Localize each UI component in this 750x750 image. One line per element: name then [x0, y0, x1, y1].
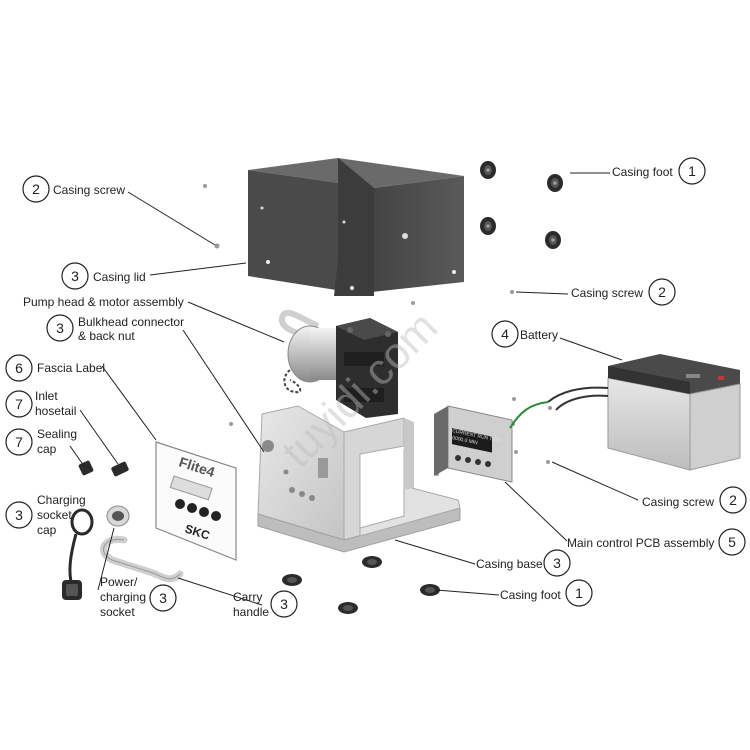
callout-label-line-2: cap	[37, 442, 57, 456]
fascia-label: Flite4 SKC	[155, 441, 237, 561]
callout-label-line-2: hosetail	[35, 404, 76, 418]
callout-label-line-1: Carry	[233, 590, 262, 604]
inlet-hosetail	[111, 461, 129, 477]
callout-number: 3	[15, 507, 23, 523]
callout-main-pcb: Main control PCB assembly 5	[567, 528, 746, 556]
callout-label: Casing foot	[612, 165, 673, 179]
callout-inlet-hosetail: 7 Inlet hosetail	[5, 389, 76, 418]
callout-casing-base: Casing base 3	[476, 549, 571, 577]
callout-label: Casing foot	[500, 588, 561, 602]
callout-label-line-3: socket	[100, 605, 135, 619]
callout-pump-head: Pump head & motor assembly	[23, 295, 184, 309]
callout-label-line-1: Power/	[100, 575, 138, 589]
callout-casing-foot-bottom: Casing foot 1	[500, 579, 593, 607]
callout-casing-screw-right: Casing screw 2	[642, 486, 747, 514]
pcb-display-line-2: 0000.0 MIN	[452, 435, 479, 446]
callout-label-line-2: & back nut	[78, 329, 135, 343]
sealing-cap	[78, 460, 94, 476]
callout-battery: 4 Battery	[491, 320, 558, 348]
main-control-pcb: CURRENT RUN TIME 0000.0 MIN	[434, 401, 549, 483]
callout-label: Pump head & motor assembly	[23, 295, 184, 309]
callout-number: 7	[15, 396, 23, 412]
callout-label-line-1: Sealing	[37, 427, 77, 441]
callout-number: 5	[728, 534, 736, 550]
casing-feet-top	[480, 161, 563, 249]
callout-label: Casing screw	[571, 286, 643, 300]
callout-number: 3	[159, 590, 167, 606]
callout-sealing-cap: 7 Sealing cap	[5, 427, 77, 456]
callout-label-line-1: Charging	[37, 493, 86, 507]
power-charging-socket	[106, 505, 130, 527]
callout-power-charging-socket: Power/ charging socket 3	[100, 575, 177, 619]
leader-lines	[69, 172, 639, 606]
pump-motor-assembly	[278, 310, 398, 418]
callout-fascia: 6 Fascia Label	[5, 354, 105, 382]
callout-label: Casing screw	[53, 183, 125, 197]
callout-bulkhead: 3 Bulkhead connector & back nut	[46, 314, 184, 343]
callout-label: Main control PCB assembly	[567, 536, 714, 550]
casing-base	[257, 405, 461, 553]
callout-casing-lid: 3 Casing lid	[61, 262, 146, 290]
callout-casing-screw-tl: 2 Casing screw	[22, 175, 125, 203]
callout-label-line-1: Inlet	[35, 389, 58, 403]
callout-number: 2	[32, 181, 40, 197]
callout-number: 1	[575, 585, 583, 601]
callout-label-line-2: charging	[100, 590, 146, 604]
callout-number: 3	[553, 555, 561, 571]
callout-number: 7	[15, 434, 23, 450]
callout-number: 3	[56, 320, 64, 336]
callout-casing-screw-mid: Casing screw 2	[571, 278, 676, 306]
casing-feet-bottom	[282, 556, 440, 614]
callout-number: 6	[15, 360, 23, 376]
callout-label: Casing base	[476, 557, 543, 571]
callout-label: Battery	[520, 328, 558, 342]
callout-charging-socket-cap: 3 Charging socket cap	[5, 493, 86, 537]
callout-label-line-3: cap	[37, 523, 57, 537]
callout-label: Fascia Label	[37, 361, 105, 375]
callout-number: 2	[658, 284, 666, 300]
casing-lid	[248, 158, 464, 296]
callout-number: 4	[501, 326, 509, 342]
callout-carry-handle: Carry handle 3	[233, 590, 298, 619]
battery	[547, 354, 741, 471]
callout-label-line-1: Bulkhead connector	[78, 315, 184, 329]
callout-label: Casing lid	[93, 270, 146, 284]
callout-number: 3	[280, 596, 288, 612]
callout-casing-foot-top: Casing foot 1	[612, 157, 706, 185]
carry-handle	[100, 535, 184, 583]
callout-number: 3	[71, 268, 79, 284]
charging-socket-cap	[62, 508, 94, 600]
callout-label-line-2: handle	[233, 605, 269, 619]
callout-label-line-2: socket	[37, 508, 72, 522]
callout-label: Casing screw	[642, 495, 714, 509]
callout-number: 2	[729, 492, 737, 508]
callout-number: 1	[688, 163, 696, 179]
